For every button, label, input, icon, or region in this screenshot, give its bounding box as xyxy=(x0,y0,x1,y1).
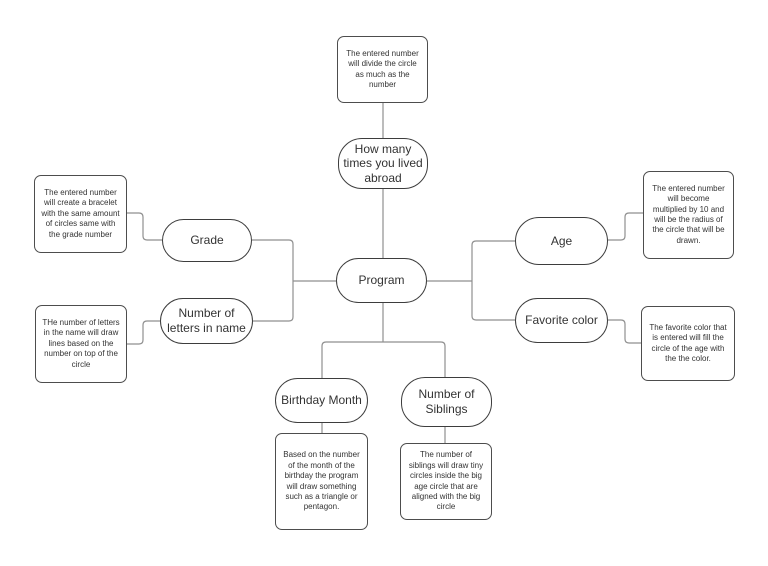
node-age[interactable]: Age xyxy=(515,217,608,265)
node-letters-in-name[interactable]: Number of letters in name xyxy=(160,298,253,344)
node-program-label: Program xyxy=(358,273,405,288)
connector-bottombranch xyxy=(321,341,446,378)
node-birthday-month[interactable]: Birthday Month xyxy=(275,378,368,423)
node-number-of-siblings[interactable]: Number of Siblings xyxy=(401,377,492,427)
note-age[interactable]: The entered number will become multiplie… xyxy=(643,171,734,259)
connector-favcolor-favcolornote xyxy=(608,319,641,344)
node-age-label: Age xyxy=(550,233,573,248)
node-times-lived-abroad-label: How many times you lived abroad xyxy=(343,141,423,185)
note-letters-text: THe number of letters in the name will d… xyxy=(42,318,120,369)
node-grade-label: Grade xyxy=(190,233,224,248)
note-siblings[interactable]: The number of siblings will draw tiny ci… xyxy=(400,443,492,520)
node-grade[interactable]: Grade xyxy=(162,219,252,262)
note-age-text: The entered number will become multiplie… xyxy=(652,183,725,245)
note-grade-text: The entered number will create a bracele… xyxy=(41,188,120,239)
note-birthday-month[interactable]: Based on the number of the month of the … xyxy=(275,433,368,530)
note-letters[interactable]: THe number of letters in the name will d… xyxy=(35,305,127,383)
node-birthday-month-label: Birthday Month xyxy=(281,393,362,408)
connector-gradenote-grade xyxy=(127,212,162,241)
note-favorite-color-text: The favorite color that is entered will … xyxy=(649,322,727,363)
connector-lettersnote-letters xyxy=(127,320,160,345)
note-abroad-text: The entered number will divide the circl… xyxy=(346,48,419,89)
note-birthday-month-text: Based on the number of the month of the … xyxy=(283,450,360,512)
note-siblings-text: The number of siblings will draw tiny ci… xyxy=(408,450,484,512)
note-favorite-color[interactable]: The favorite color that is entered will … xyxy=(641,306,735,381)
node-favorite-color-label: Favorite color xyxy=(525,313,598,328)
note-grade[interactable]: The entered number will create a bracele… xyxy=(34,175,127,253)
node-favorite-color[interactable]: Favorite color xyxy=(515,298,608,343)
node-letters-in-name-label: Number of letters in name xyxy=(167,306,246,335)
connector-leftbranch xyxy=(252,239,294,322)
note-abroad[interactable]: The entered number will divide the circl… xyxy=(337,36,428,103)
node-number-of-siblings-label: Number of Siblings xyxy=(418,387,475,416)
connector-age-agenote xyxy=(608,212,643,241)
connector-rightbranch xyxy=(471,240,515,321)
node-times-lived-abroad[interactable]: How many times you lived abroad xyxy=(338,138,428,189)
node-program[interactable]: Program xyxy=(336,258,427,303)
